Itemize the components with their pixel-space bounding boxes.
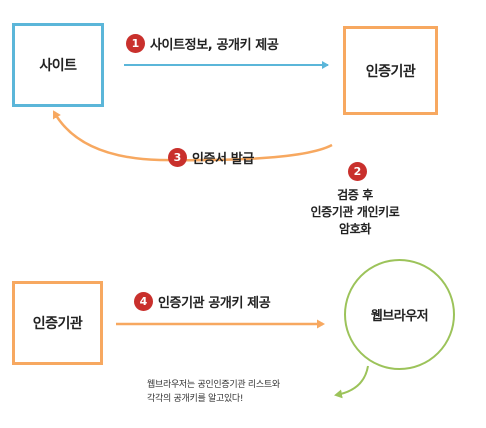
arrow-ca-to-site — [52, 110, 333, 162]
step-3-badge: 3 — [168, 148, 187, 167]
step-2-line-2: 인증기관 개인키로 — [310, 205, 400, 219]
arrow-browser-self — [334, 365, 369, 399]
site-node: 사이트 — [12, 23, 104, 107]
step-2-line-1: 검증 후 — [337, 188, 373, 202]
browser-node: 웹브라우저 — [344, 259, 455, 370]
step-4-label: 인증기관 공개키 제공 — [158, 296, 271, 311]
certificate-authority-node-bottom: 인증기관 — [12, 281, 103, 365]
step-3: 3 인증서 발급 — [168, 148, 254, 167]
step-1-badge: 1 — [126, 34, 145, 53]
step-4: 4 인증기관 공개키 제공 — [134, 292, 271, 311]
step-2-line-3: 암호화 — [339, 222, 371, 236]
ca-bottom-label: 인증기관 — [32, 316, 83, 332]
site-label: 사이트 — [39, 58, 77, 74]
browser-note: 웹브라우저는 공인인증기관 리스트와 각각의 공개키를 알고있다! — [147, 378, 337, 406]
step-2: 2 — [348, 162, 367, 181]
certificate-authority-node-top: 인증기관 — [343, 26, 438, 115]
step-2-badge: 2 — [348, 162, 367, 181]
browser-note-line-2: 각각의 공개키를 알고있다! — [147, 394, 244, 404]
step-2-label: 검증 후 인증기관 개인키로 암호화 — [300, 187, 410, 238]
step-4-badge: 4 — [134, 292, 153, 311]
browser-label: 웹브라우저 — [370, 309, 429, 324]
ca-top-label: 인증기관 — [365, 63, 416, 80]
browser-note-line-1: 웹브라우저는 공인인증기관 리스트와 — [147, 380, 280, 390]
step-3-label: 인증서 발급 — [192, 152, 254, 167]
step-1: 1 사이트정보, 공개키 제공 — [126, 34, 279, 53]
step-1-label: 사이트정보, 공개키 제공 — [150, 38, 279, 53]
